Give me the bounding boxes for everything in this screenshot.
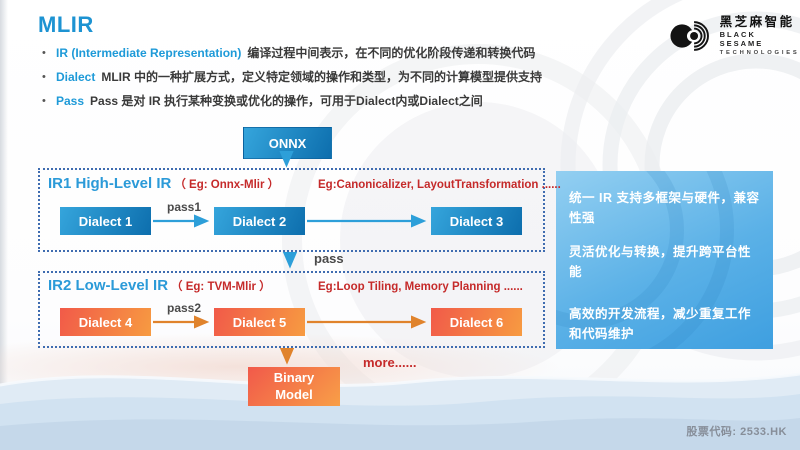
ir2-passes-label: Eg:Loop Tiling, Memory Planning ...... xyxy=(318,281,523,293)
dialect-6-box: Dialect 6 xyxy=(431,308,522,336)
dialect-4-box: Dialect 4 xyxy=(60,308,151,336)
pass1-label: pass1 xyxy=(167,200,202,214)
ir1-example: （ Eg: Onnx-Mlir ） xyxy=(174,179,280,191)
bullet-item-dialect: Dialect MLIR 中的一种扩展方式，定义特定领域的操作和类型，为不同的计算… xyxy=(40,70,600,85)
dialect-2-box: Dialect 2 xyxy=(214,207,305,235)
brand-logo-icon xyxy=(670,20,709,51)
bullet-keyword: Dialect xyxy=(56,70,96,84)
left-edge-gradient-decor xyxy=(0,0,8,450)
binary-model-line2: Model xyxy=(275,386,313,402)
ir1-header: IR1 High-Level IR（ Eg: Onnx-Mlir ） xyxy=(48,175,279,193)
ir1-title: IR1 High-Level IR xyxy=(48,175,172,192)
brand-logo-text: 黑芝麻智能 BLACK SESAME TECHNOLOGIES xyxy=(720,15,800,56)
binary-model-box: Binary Model xyxy=(248,367,340,406)
onnx-box: ONNX xyxy=(243,127,332,159)
brand-logo: 黑芝麻智能 BLACK SESAME TECHNOLOGIES xyxy=(670,15,800,56)
ir1-passes-label: Eg:Canonicalizer, LayoutTransformation .… xyxy=(318,179,561,191)
bullet-text: 编译过程中间表示，在不同的优化阶段传递和转换代码 xyxy=(247,46,536,60)
benefit-item: 统一 IR 支持多框架与硬件，兼容性强 xyxy=(569,191,760,225)
page-title: MLIR xyxy=(38,12,94,37)
bottom-waves-decor xyxy=(0,372,800,450)
pass-label: pass xyxy=(314,251,344,266)
ir2-title: IR2 Low-Level IR xyxy=(48,277,169,294)
brand-name-cn: 黑芝麻智能 xyxy=(719,15,795,29)
benefit-item: 灵活优化与转换，提升跨平台性能 xyxy=(569,245,752,279)
bullet-text: MLIR 中的一种扩展方式，定义特定领域的操作和类型，为不同的计算模型提供支持 xyxy=(101,70,543,84)
brand-name-en: BLACK SESAME xyxy=(719,30,764,48)
dialect-1-box: Dialect 1 xyxy=(60,207,151,235)
dialect-3-box: Dialect 3 xyxy=(431,207,522,235)
benefits-panel: 统一 IR 支持多框架与硬件，兼容性强 灵活优化与转换，提升跨平台性能 高效的开… xyxy=(556,171,773,349)
dialect-5-box: Dialect 5 xyxy=(214,308,305,336)
bullet-text: Pass 是对 IR 执行某种变换或优化的操作，可用于Dialect内或Dial… xyxy=(90,94,483,108)
bullet-keyword: Pass xyxy=(56,94,85,108)
ir2-example: （ Eg: TVM-Mlir ） xyxy=(171,281,271,293)
bullet-item-pass: Pass Pass 是对 IR 执行某种变换或优化的操作，可用于Dialect内或… xyxy=(40,94,600,109)
brand-name-en-sub: TECHNOLOGIES xyxy=(719,49,800,56)
bullet-item-ir: IR (Intermediate Representation) 编译过程中间表示… xyxy=(40,46,600,61)
pass2-label: pass2 xyxy=(167,301,202,315)
binary-model-line1: Binary xyxy=(273,370,315,386)
bullet-list: IR (Intermediate Representation) 编译过程中间表示… xyxy=(40,46,600,118)
bullet-keyword: IR (Intermediate Representation) xyxy=(56,46,242,60)
benefit-item: 高效的开发流程，减少重复工作和代码维护 xyxy=(569,307,752,341)
stock-code-label: 股票代码: 2533.HK xyxy=(686,426,787,438)
ir2-header: IR2 Low-Level IR（ Eg: TVM-Mlir ） xyxy=(48,277,271,295)
more-label: more...... xyxy=(363,355,417,370)
